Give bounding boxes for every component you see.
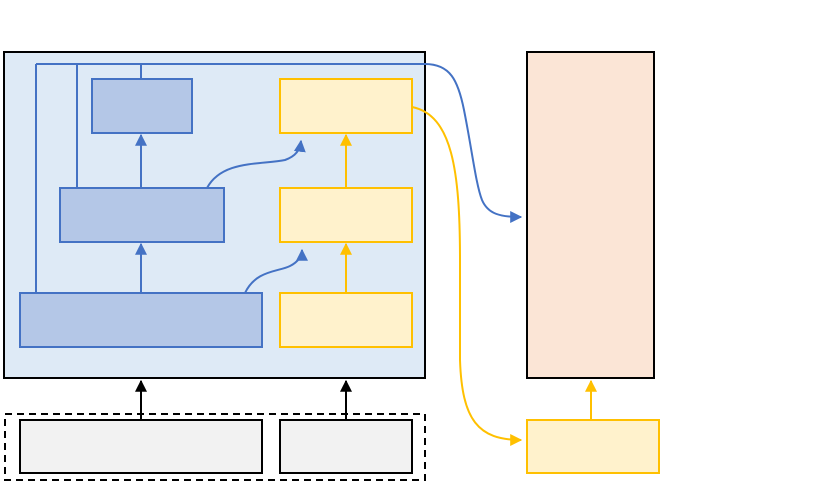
- yellow-block-bottom: [279, 292, 413, 348]
- blue-block-top: [91, 78, 193, 134]
- input-group: [4, 413, 426, 481]
- arrow-blue-to-output: [36, 63, 523, 223]
- arrow-blue-bottom-to-yellow-middle: [244, 248, 308, 294]
- input-box-left: [19, 419, 263, 474]
- blue-block-middle: [59, 187, 225, 243]
- blue-block-bottom: [19, 292, 263, 348]
- yellow-block-middle: [279, 187, 413, 243]
- output-block: [526, 51, 655, 379]
- arrow-yellow-to-yellow-output: [411, 106, 523, 446]
- arrow-blue-middle-to-yellow-top: [206, 139, 306, 189]
- input-box-right: [279, 419, 413, 474]
- yellow-block-top: [279, 78, 413, 134]
- yellow-output-block: [526, 419, 660, 474]
